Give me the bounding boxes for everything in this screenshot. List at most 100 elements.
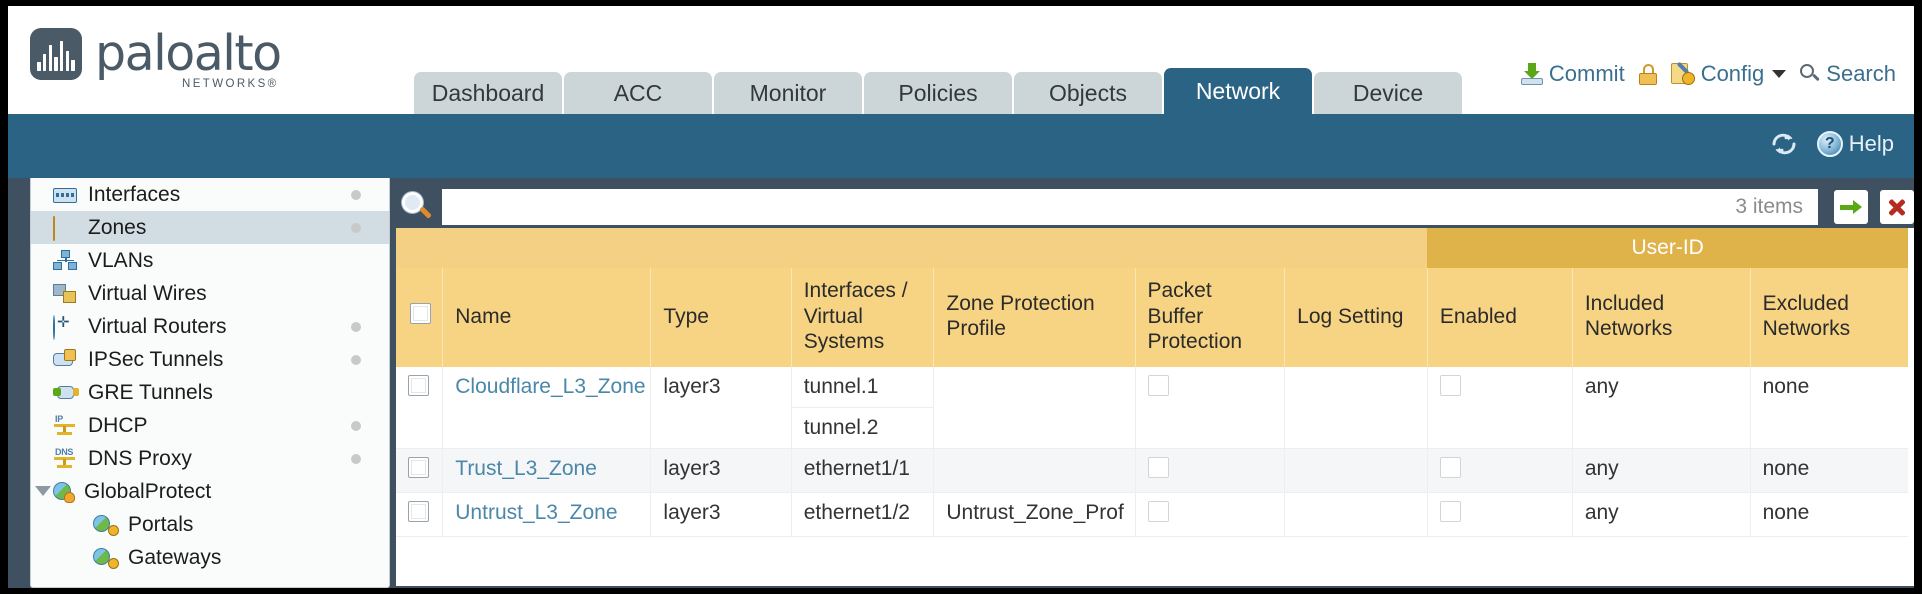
cell-included-networks: any	[1571, 366, 1751, 449]
packet-buffer-protection-checkbox[interactable]	[1147, 374, 1169, 396]
sidebar-item-virtual-routers[interactable]: Virtual Routers	[31, 310, 389, 343]
column-header-zone-protection-profile[interactable]: Zone Protection Profile	[933, 268, 1135, 367]
cell-excluded-networks: none	[1749, 492, 1908, 537]
sidebar-label: DHCP	[88, 413, 148, 437]
userid-enabled-checkbox[interactable]	[1439, 456, 1461, 478]
zone-link[interactable]: Trust_L3_Zone	[455, 456, 597, 480]
main-tabs: Dashboard ACC Monitor Policies Objects N…	[414, 68, 1462, 114]
virtual-routers-icon	[53, 314, 79, 340]
tab-device[interactable]: Device	[1314, 72, 1462, 114]
interface-entry: tunnel.1	[803, 374, 879, 398]
sidebar-item-gateways[interactable]: Gateways	[31, 541, 389, 574]
column-header-excluded-networks[interactable]: Excluded Networks	[1749, 268, 1908, 367]
table-group-header-row: User-ID	[396, 228, 1908, 268]
commit-button[interactable]: Commit	[1520, 61, 1625, 87]
cell-packet-buffer-protection	[1134, 492, 1285, 537]
tab-acc[interactable]: ACC	[564, 72, 712, 114]
table-row[interactable]: Cloudflare_L3_Zone layer3 tunnel.1 tunne…	[396, 366, 1908, 449]
column-header-included-networks[interactable]: Included Networks	[1571, 268, 1751, 367]
sidebar-label: Gateways	[128, 545, 222, 569]
sidebar-status-dot	[351, 322, 361, 332]
sidebar-item-gre-tunnels[interactable]: GRE Tunnels	[31, 376, 389, 409]
userid-enabled-checkbox[interactable]	[1439, 500, 1461, 522]
gre-tunnels-icon	[53, 382, 79, 404]
cell-type: layer3	[650, 492, 792, 537]
table-row[interactable]: Trust_L3_Zone layer3 ethernet1/1	[396, 448, 1908, 493]
cell-log-setting	[1284, 448, 1428, 493]
clear-filter-button[interactable]	[1880, 190, 1914, 224]
sidebar-label: DNS Proxy	[88, 446, 192, 470]
paloalto-logo: paloalto NETWORKS®	[30, 25, 282, 90]
sidebar-label: VLANs	[88, 248, 154, 272]
sidebar-label: Interfaces	[88, 182, 181, 206]
sidebar-status-dot	[351, 454, 361, 464]
cell-userid-enabled	[1426, 366, 1573, 449]
sidebar-label: Virtual Routers	[88, 314, 227, 338]
config-menu[interactable]: Config	[1670, 61, 1787, 87]
cell-type: layer3	[650, 366, 792, 449]
zones-icon	[53, 215, 79, 241]
sidebar-item-globalprotect[interactable]: GlobalProtect	[31, 475, 389, 508]
sidebar-label: Portals	[128, 512, 194, 536]
table-header-row: Name Type Interfaces / Virtual Systems Z…	[396, 268, 1908, 367]
row-select-cell	[396, 492, 443, 537]
logo-mark-icon	[30, 28, 82, 80]
toolbar-band: ? Help	[8, 114, 1914, 178]
zones-content: 3 items	[396, 178, 1914, 588]
sidebar-item-vlans[interactable]: VLANs	[31, 244, 389, 277]
sidebar-item-portals[interactable]: Portals	[31, 508, 389, 541]
cell-name: Cloudflare_L3_Zone	[442, 366, 651, 449]
tab-monitor[interactable]: Monitor	[714, 72, 862, 114]
column-header-packet-buffer-protection[interactable]: Packet Buffer Protection	[1134, 268, 1285, 367]
sidebar-item-zones[interactable]: Zones	[31, 211, 389, 244]
interface-entry: tunnel.2	[791, 406, 934, 448]
column-header-type[interactable]: Type	[650, 268, 792, 367]
select-all-checkbox[interactable]	[410, 302, 431, 324]
portals-icon	[93, 514, 119, 536]
config-icon	[1670, 61, 1695, 85]
row-checkbox[interactable]	[408, 500, 429, 522]
search-label: Search	[1826, 61, 1896, 86]
zone-link[interactable]: Cloudflare_L3_Zone	[455, 374, 646, 398]
tab-objects[interactable]: Objects	[1014, 72, 1162, 114]
search-icon[interactable]	[400, 190, 434, 224]
tab-dashboard[interactable]: Dashboard	[414, 72, 562, 114]
table-row[interactable]: Untrust_L3_Zone layer3 ethernet1/2 Untru…	[396, 492, 1908, 537]
cell-interfaces: tunnel.1 tunnel.2	[790, 366, 934, 449]
tab-network[interactable]: Network	[1164, 68, 1312, 114]
interface-entry: ethernet1/1	[803, 456, 910, 480]
sidebar-item-ipsec-tunnels[interactable]: IPSec Tunnels	[31, 343, 389, 376]
column-header-log-setting[interactable]: Log Setting	[1284, 268, 1428, 367]
row-checkbox[interactable]	[408, 374, 429, 396]
sidebar-item-virtual-wires[interactable]: Virtual Wires	[31, 277, 389, 310]
column-header-interfaces[interactable]: Interfaces / Virtual Systems	[790, 268, 934, 367]
filter-input[interactable]: 3 items	[442, 189, 1818, 225]
zones-table-head: User-ID Name Type Interfaces / Virtual S…	[396, 228, 1908, 367]
sidebar-item-dhcp[interactable]: IP DHCP	[31, 409, 389, 442]
search-button[interactable]: Search	[1800, 61, 1896, 87]
brand-name: paloalto	[95, 25, 282, 82]
tab-policies[interactable]: Policies	[864, 72, 1012, 114]
commit-label: Commit	[1548, 61, 1625, 86]
row-select-cell	[396, 448, 443, 493]
zone-link[interactable]: Untrust_L3_Zone	[455, 500, 618, 524]
packet-buffer-protection-checkbox[interactable]	[1147, 500, 1169, 522]
column-header-enabled[interactable]: Enabled	[1426, 268, 1573, 367]
help-button[interactable]: ? Help	[1816, 131, 1894, 157]
column-header-name[interactable]: Name	[442, 268, 651, 367]
lock-icon[interactable]	[1638, 63, 1657, 85]
cell-zone-protection-profile	[933, 448, 1135, 493]
sidebar-item-dns-proxy[interactable]: DNS DNS Proxy	[31, 442, 389, 475]
zones-table-container[interactable]: User-ID Name Type Interfaces / Virtual S…	[396, 228, 1914, 586]
cell-zone-protection-profile: Untrust_Zone_Prof	[933, 492, 1135, 537]
refresh-icon[interactable]	[1771, 133, 1797, 155]
help-label: Help	[1848, 131, 1894, 156]
sidebar-item-interfaces[interactable]: Interfaces	[31, 178, 389, 211]
row-checkbox[interactable]	[408, 456, 429, 478]
packet-buffer-protection-checkbox[interactable]	[1147, 456, 1169, 478]
expander-triangle-icon[interactable]	[35, 486, 51, 496]
sidebar-label: IPSec Tunnels	[88, 347, 224, 371]
userid-enabled-checkbox[interactable]	[1439, 374, 1461, 396]
apply-filter-button[interactable]	[1834, 190, 1868, 224]
sidebar-status-dot	[351, 355, 361, 365]
